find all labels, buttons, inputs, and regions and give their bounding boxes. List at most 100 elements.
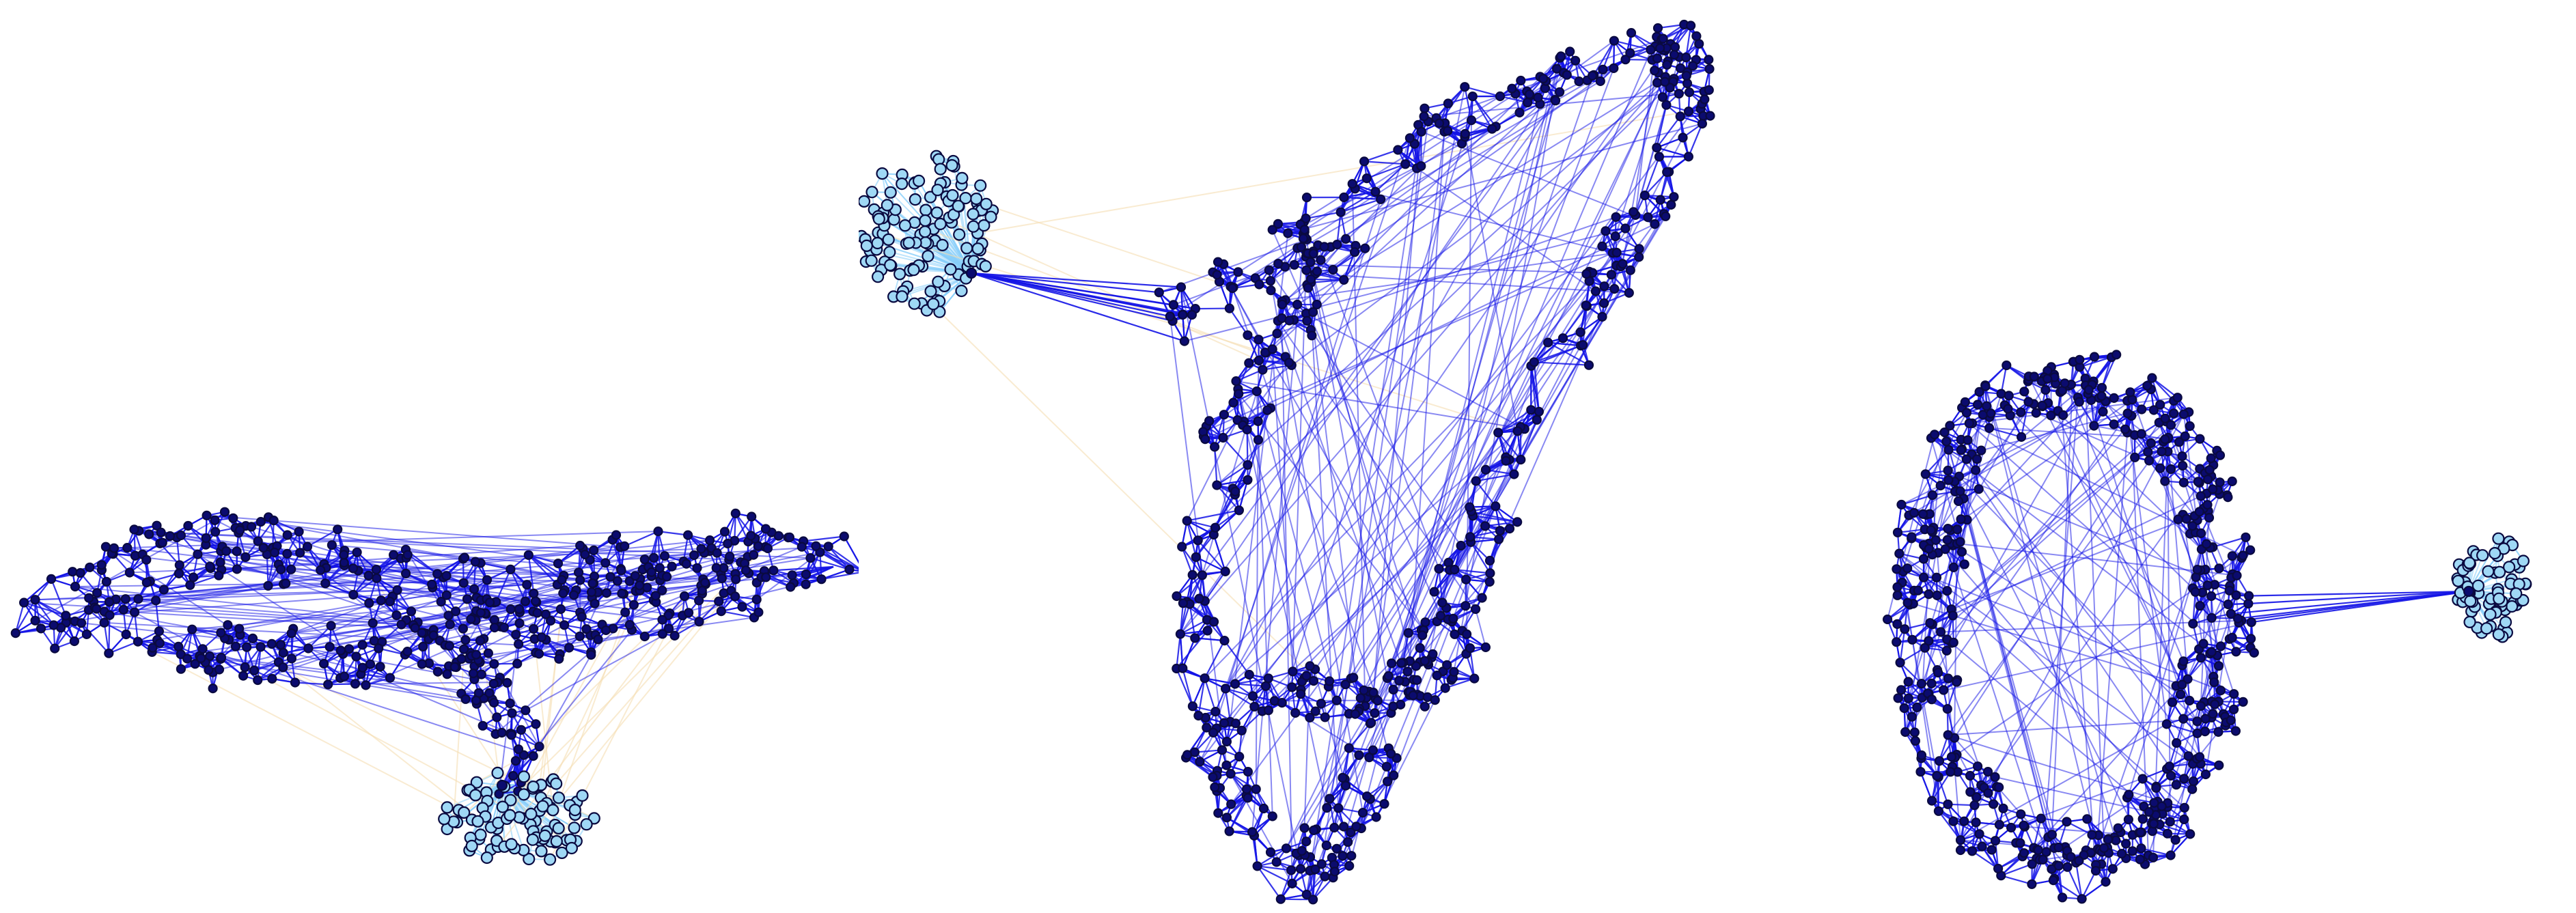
network-edge — [23, 602, 55, 626]
network-node — [716, 606, 726, 617]
network-node — [402, 550, 413, 560]
network-node — [505, 838, 518, 851]
network-node — [620, 541, 630, 551]
network-node — [480, 851, 493, 865]
network-node — [499, 622, 509, 632]
network-edge — [329, 576, 667, 648]
network-node — [555, 846, 568, 860]
network-node — [694, 617, 704, 627]
network-edge — [219, 584, 558, 671]
network-edge — [498, 623, 521, 794]
network-node — [496, 800, 509, 813]
network-node — [286, 564, 296, 574]
network-node — [692, 563, 702, 573]
network-node — [101, 576, 111, 587]
network-node — [661, 572, 672, 582]
network-node — [612, 576, 623, 586]
network-edge — [977, 111, 1689, 234]
network-node — [489, 659, 499, 669]
network-node — [302, 542, 313, 552]
network-node — [535, 845, 548, 858]
network-node — [392, 585, 402, 595]
network-edge — [528, 554, 558, 585]
network-node — [574, 631, 585, 641]
network-node — [839, 531, 849, 542]
network-node — [157, 537, 167, 548]
network-node — [475, 636, 486, 646]
network-node — [646, 567, 656, 578]
network-node — [49, 620, 59, 630]
network-node — [510, 756, 521, 766]
network-node — [474, 828, 487, 841]
network-node — [786, 582, 796, 592]
network-node — [530, 596, 541, 606]
network-edge — [307, 529, 338, 548]
network-node — [374, 643, 384, 654]
network-node — [182, 654, 193, 664]
network-edge — [538, 654, 592, 747]
network-node — [197, 644, 208, 654]
network-edge — [509, 578, 641, 816]
network-node — [323, 679, 333, 690]
network-edge — [1445, 677, 1475, 689]
network-node — [667, 561, 677, 572]
network-edge — [648, 531, 659, 567]
network-node — [740, 565, 751, 576]
edges-group — [861, 23, 1711, 901]
network-node — [275, 640, 286, 650]
network-node — [471, 649, 482, 660]
network-node — [564, 643, 574, 653]
network-node — [575, 575, 585, 585]
network-node — [550, 834, 563, 848]
network-node — [441, 801, 454, 814]
network-node — [663, 623, 674, 634]
network-edge — [103, 622, 110, 654]
network-node — [475, 608, 486, 618]
network-node — [204, 664, 214, 675]
network-node — [730, 508, 740, 519]
network-node — [823, 542, 833, 552]
network-node — [471, 695, 482, 705]
network-node — [458, 578, 469, 588]
network-node — [760, 524, 771, 534]
network-node — [654, 563, 665, 573]
network-node — [92, 604, 102, 614]
network-node — [712, 548, 722, 558]
network-node — [768, 565, 779, 576]
network-node — [624, 619, 635, 630]
network-node — [589, 545, 599, 556]
network-node — [534, 649, 544, 659]
network-node — [133, 636, 143, 647]
network-node — [553, 558, 564, 569]
network-edge — [81, 622, 273, 645]
network-node — [737, 602, 747, 612]
network-node — [441, 571, 452, 581]
network-node — [365, 659, 376, 669]
network-node — [208, 683, 218, 694]
network-edge — [266, 554, 269, 586]
network-node — [118, 604, 128, 615]
network-node — [580, 549, 590, 560]
network-node — [183, 520, 193, 531]
network-node — [546, 804, 559, 817]
network-edge — [473, 572, 765, 675]
network-node — [516, 725, 527, 735]
network-node — [696, 544, 706, 554]
network-node — [518, 750, 529, 760]
network-node — [193, 549, 203, 559]
network-node — [693, 595, 704, 606]
network-node — [369, 636, 379, 646]
network-node — [36, 623, 46, 634]
network-node — [575, 540, 585, 551]
network-node — [536, 800, 549, 813]
network-node — [216, 652, 227, 663]
network-node — [600, 558, 611, 568]
network-edge — [532, 590, 732, 832]
network-node — [482, 575, 493, 585]
network-node — [458, 644, 469, 654]
network-node — [449, 662, 460, 672]
network-edge — [951, 221, 1260, 361]
network-node — [816, 574, 827, 585]
network-node — [141, 577, 152, 588]
network-node — [581, 624, 592, 634]
